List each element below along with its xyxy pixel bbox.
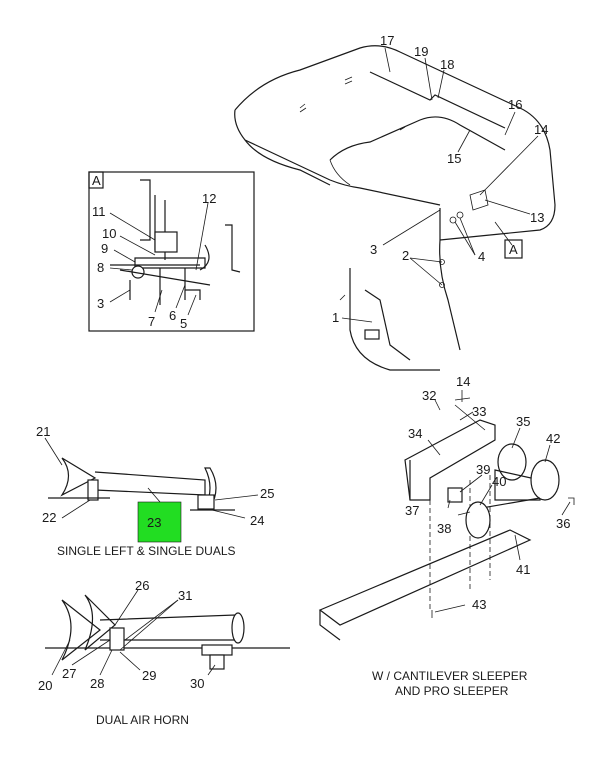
callout-24[interactable]: 24 (250, 513, 264, 528)
detail-a-box (88, 171, 255, 332)
callout-32[interactable]: 32 (422, 388, 436, 403)
callout-34[interactable]: 34 (408, 426, 422, 441)
cab-roof-illustration (234, 45, 556, 371)
caption-dual-horn: DUAL AIR HORN (96, 713, 189, 727)
caption-single-horn: SINGLE LEFT & SINGLE DUALS (57, 544, 236, 558)
callout-17[interactable]: 17 (380, 33, 394, 48)
callout-30[interactable]: 30 (190, 676, 204, 691)
detail-a-label: A (92, 173, 101, 188)
callout-29[interactable]: 29 (142, 668, 156, 683)
caption-cantilever-line2: AND PRO SLEEPER (395, 684, 509, 698)
callout-15[interactable]: 15 (447, 151, 461, 166)
callout-27[interactable]: 27 (62, 666, 76, 681)
callout-22[interactable]: 22 (42, 510, 56, 525)
callout-16[interactable]: 16 (508, 97, 522, 112)
callout-3[interactable]: 3 (97, 296, 104, 311)
callout-20[interactable]: 20 (38, 678, 52, 693)
callout-10[interactable]: 10 (102, 226, 116, 241)
callout-4[interactable]: 4 (478, 249, 485, 264)
callout-41[interactable]: 41 (516, 562, 530, 577)
leader-lines (44, 47, 571, 676)
callout-21[interactable]: 21 (36, 424, 50, 439)
callout-1[interactable]: 1 (332, 310, 339, 325)
callout-11[interactable]: 11 (92, 204, 106, 219)
detail-a-reference[interactable]: A (504, 239, 523, 259)
callout-3b[interactable]: 3 (370, 242, 377, 257)
callout-31[interactable]: 31 (178, 588, 192, 603)
callout-35[interactable]: 35 (516, 414, 530, 429)
callout-23: 23 (147, 515, 161, 530)
callout-6[interactable]: 6 (169, 308, 176, 323)
callout-26[interactable]: 26 (135, 578, 149, 593)
callout-14b[interactable]: 14 (456, 374, 470, 389)
callout-43[interactable]: 43 (472, 597, 486, 612)
callout-19[interactable]: 19 (414, 44, 428, 59)
callout-7[interactable]: 7 (148, 314, 155, 329)
callout-8[interactable]: 8 (97, 260, 104, 275)
callout-38[interactable]: 38 (437, 521, 451, 536)
callout-numbers: 17 19 18 16 14 15 13 3 4 2 1 11 12 10 9 … (36, 33, 570, 693)
callout-39[interactable]: 39 (476, 462, 490, 477)
callout-13[interactable]: 13 (530, 210, 544, 225)
callout-37[interactable]: 37 (405, 503, 419, 518)
callout-12[interactable]: 12 (202, 191, 216, 206)
callout-18[interactable]: 18 (440, 57, 454, 72)
callout-5[interactable]: 5 (180, 316, 187, 331)
callout-28[interactable]: 28 (90, 676, 104, 691)
callout-40[interactable]: 40 (492, 474, 506, 489)
dual-horn-illustration (45, 594, 290, 670)
highlighted-callout-23[interactable]: 23 (137, 501, 182, 543)
callout-9[interactable]: 9 (101, 241, 108, 256)
caption-cantilever-line1: W / CANTILEVER SLEEPER (372, 669, 528, 683)
callout-36[interactable]: 36 (556, 516, 570, 531)
callout-33[interactable]: 33 (472, 404, 486, 419)
callout-2[interactable]: 2 (402, 248, 409, 263)
callout-14[interactable]: 14 (534, 122, 548, 137)
detail-a-ref-label: A (509, 242, 518, 257)
callout-42[interactable]: 42 (546, 431, 560, 446)
callout-25[interactable]: 25 (260, 486, 274, 501)
cantilever-bracket-illustration (318, 397, 575, 641)
single-horn-illustration (48, 457, 235, 511)
